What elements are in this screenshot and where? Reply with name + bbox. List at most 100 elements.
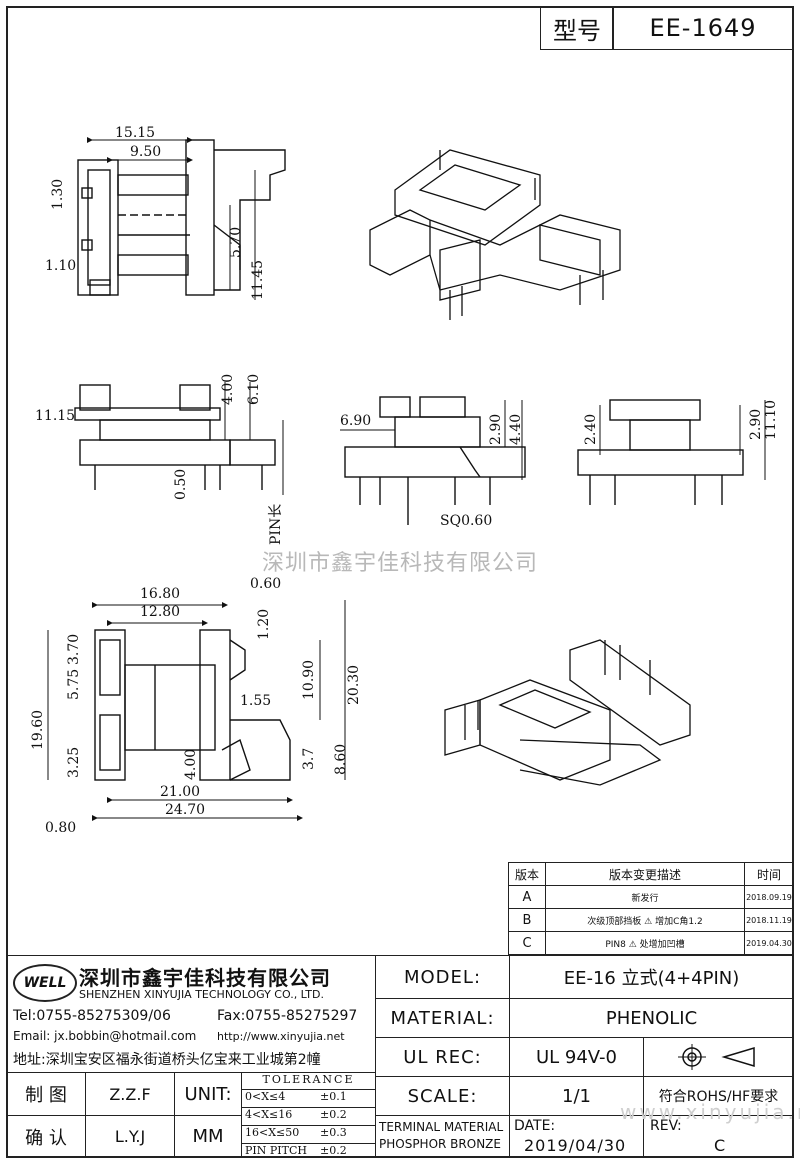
dim-0-50: 0.50 <box>173 469 189 500</box>
company-name-en: SHENZHEN XINYUJIA TECHNOLOGY CO., LTD. <box>79 988 324 1001</box>
rev-value: C <box>714 1136 726 1155</box>
dim-Q: 16.80 <box>140 586 180 602</box>
tolerance-value: ±0.2 <box>320 1108 347 1121</box>
material-label: MATERIAL: <box>375 998 510 1038</box>
tolerance-range: 4<X≤16 <box>245 1108 293 1121</box>
dim-D: 11.45 <box>250 260 266 300</box>
unit-label: UNIT: <box>174 1072 242 1116</box>
rev-row-date: 2019.04.30 <box>744 931 794 955</box>
tolerance-row: 4<X≤16 ±0.2 <box>242 1108 375 1126</box>
checked-label: 确 认 <box>6 1115 86 1158</box>
dim-2-90: 2.90 <box>748 409 764 440</box>
dim-P: 3.70 <box>66 634 82 665</box>
first-angle-projection-icon <box>677 1044 755 1070</box>
dim-R: 12.80 <box>140 604 180 620</box>
rev-cell: REV: C <box>643 1115 794 1158</box>
dim-B: 9.50 <box>130 144 161 160</box>
dim-A: 15.15 <box>115 125 155 141</box>
watermark-company: 深圳市鑫宇佳科技有限公司 <box>261 551 538 576</box>
rev-row-version: C <box>508 931 546 955</box>
company-email: Email: jx.bobbin@hotmail.com <box>13 1029 197 1043</box>
dim-S: 10.90 <box>301 660 317 700</box>
ulrec-value: UL 94V-0 <box>509 1037 644 1077</box>
dim-X: 24.70 <box>165 802 205 818</box>
tolerance-value: ±0.1 <box>320 1090 347 1103</box>
view-iso-bottom <box>444 639 691 786</box>
rev-row-date: 2018.11.19 <box>744 908 794 932</box>
dim-L: 11.10 <box>763 400 779 440</box>
projection-symbol <box>643 1037 794 1077</box>
view-side-right <box>577 399 744 505</box>
rev-row-desc: 新发行 <box>545 885 745 909</box>
rev-label: REV: <box>650 1118 682 1134</box>
dim-M: 3.25 <box>66 747 82 778</box>
tolerance-range: PIN PITCH <box>245 1144 307 1157</box>
tolerance-table: TOLERANCE 0<X≤4 ±0.1 4<X≤16 ±0.2 16<X≤50 ±0… <box>241 1072 376 1158</box>
dim-C: 5.70 <box>228 227 244 258</box>
rev-row-date: 2018.09.19 <box>744 885 794 909</box>
scale-label: SCALE: <box>375 1076 510 1116</box>
checked-value: L.Y.J <box>85 1115 175 1158</box>
technical-drawing: 15.15 9.50 5.70 11.45 1.30 1.10 11.15 4.… <box>30 125 779 836</box>
company-logo: WELL <box>13 964 77 1002</box>
drawn-value: Z.Z.F <box>85 1072 175 1116</box>
terminal-material: TERMINAL MATERIAL PHOSPHOR BRONZE <box>375 1115 510 1158</box>
watermark-url: www.xinyujia.net <box>620 1100 800 1124</box>
rev-row-version: A <box>508 885 546 909</box>
rev-header-desc: 版本变更描述 <box>545 862 745 886</box>
company-block: WELL 深圳市鑫宇佳科技有限公司 SHENZHEN XINYUJIA TECH… <box>6 955 376 1073</box>
tolerance-row: 0<X≤4 ±0.1 <box>242 1090 375 1108</box>
dim-I: 2.90 <box>488 414 504 445</box>
date-label: DATE: <box>514 1118 556 1134</box>
company-fax: Fax:0755-85275297 <box>217 1008 358 1024</box>
view-side-middle <box>344 396 526 525</box>
terminal-material-value: PHOSPHOR BRONZE <box>379 1137 501 1151</box>
tolerance-range: 16<X≤50 <box>245 1126 300 1139</box>
rev-row-version: B <box>508 908 546 932</box>
model-label: MODEL: <box>375 955 510 999</box>
tolerance-value: ±0.2 <box>320 1144 347 1157</box>
dim-K: SQ0.60 <box>440 513 492 529</box>
dim-1-20: 1.20 <box>256 609 272 640</box>
model-header-value: EE-1649 <box>612 6 794 50</box>
rev-header-date: 时间 <box>744 862 794 886</box>
ulrec-label: UL REC: <box>375 1037 510 1077</box>
dim-N: 19.60 <box>30 710 46 750</box>
dim-V: 8.60 <box>333 744 349 775</box>
company-web: http://www.xinyujia.net <box>217 1030 345 1043</box>
dim-1-30: 1.30 <box>50 179 66 210</box>
tolerance-value: ±0.3 <box>320 1126 347 1139</box>
dim-0-60: 0.60 <box>250 576 281 592</box>
dim-E: 11.15 <box>35 408 75 424</box>
dim-G: 6.10 <box>246 374 262 405</box>
dim-J: 4.40 <box>508 414 524 445</box>
tolerance-range: 0<X≤4 <box>245 1090 286 1103</box>
dim-W: 21.00 <box>160 784 200 800</box>
dim-pin-length: PIN长 <box>268 504 284 545</box>
rev-row-desc: PIN8 ⚠ 处增加凹槽 <box>545 931 745 955</box>
company-tel: Tel:0755-85275309/06 <box>13 1008 171 1024</box>
dim-0-80: 0.80 <box>45 820 76 836</box>
company-address: 地址:深圳宝安区福永街道桥头亿宝来工业城第2幢 <box>13 1052 321 1068</box>
view-iso-top <box>369 149 621 320</box>
dim-2-40: 2.40 <box>583 414 599 445</box>
rev-header-version: 版本 <box>508 862 546 886</box>
tolerance-title: TOLERANCE <box>242 1073 375 1090</box>
dim-4-00: 4.00 <box>183 749 199 780</box>
dim-1-10: 1.10 <box>45 258 76 274</box>
date-value: 2019/04/30 <box>524 1136 627 1155</box>
rev-row-desc: 次级顶部挡板 ⚠ 增加C角1.2 <box>545 908 745 932</box>
dim-O: 5.75 <box>66 669 82 700</box>
model-value: EE-16 立式(4+4PIN) <box>509 955 794 999</box>
dim-1-55: 1.55 <box>240 693 271 709</box>
model-header-label: 型号 <box>540 6 614 50</box>
tolerance-row: 16<X≤50 ±0.3 <box>242 1126 375 1144</box>
dim-U: 3.7 <box>301 748 317 770</box>
view-front <box>74 384 276 490</box>
dim-F: 4.00 <box>220 374 236 405</box>
company-name-cn: 深圳市鑫宇佳科技有限公司 <box>79 966 331 990</box>
date-cell: DATE: 2019/04/30 <box>509 1115 644 1158</box>
tolerance-row: PIN PITCH ±0.2 <box>242 1144 375 1160</box>
material-value: PHENOLIC <box>509 998 794 1038</box>
view-side-top <box>77 139 286 296</box>
